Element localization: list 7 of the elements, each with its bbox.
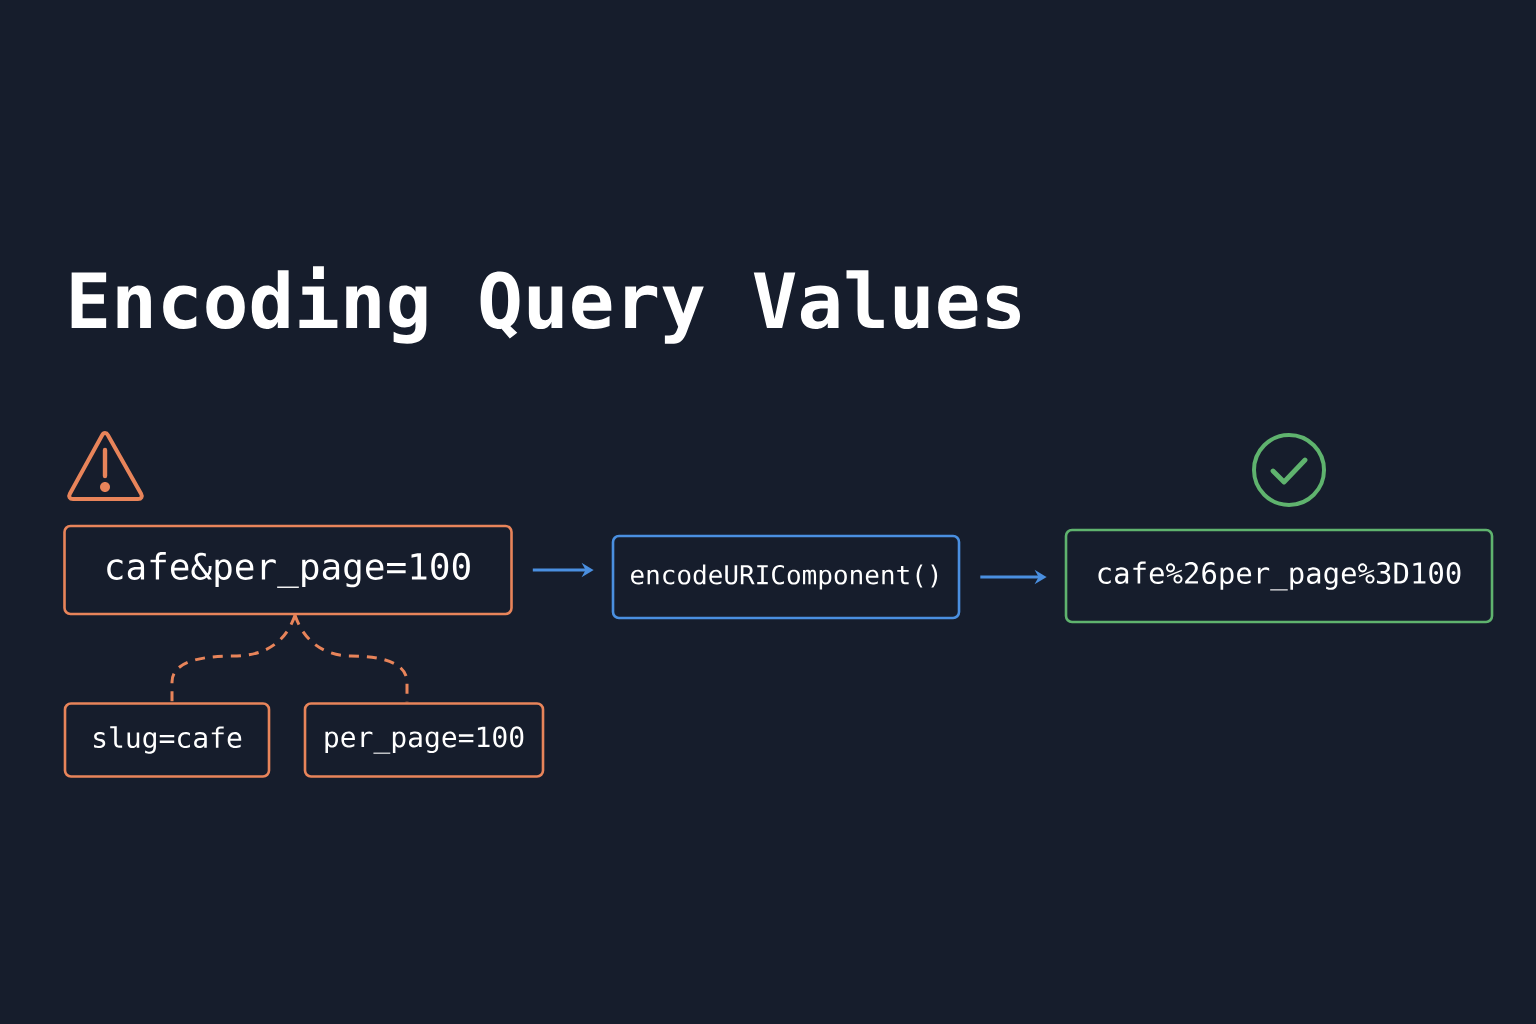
code-box: encodeURIComponent()	[611, 534, 961, 620]
code-box: slug=cafe	[63, 702, 271, 778]
connector	[170, 614, 297, 703]
code-box: per_page=100	[303, 702, 545, 778]
code-box: cafe%26per_page%3D100	[1064, 528, 1494, 624]
title: Encoding Query Values	[71, 266, 1020, 344]
code-box: cafe&per_page=100	[63, 524, 513, 616]
